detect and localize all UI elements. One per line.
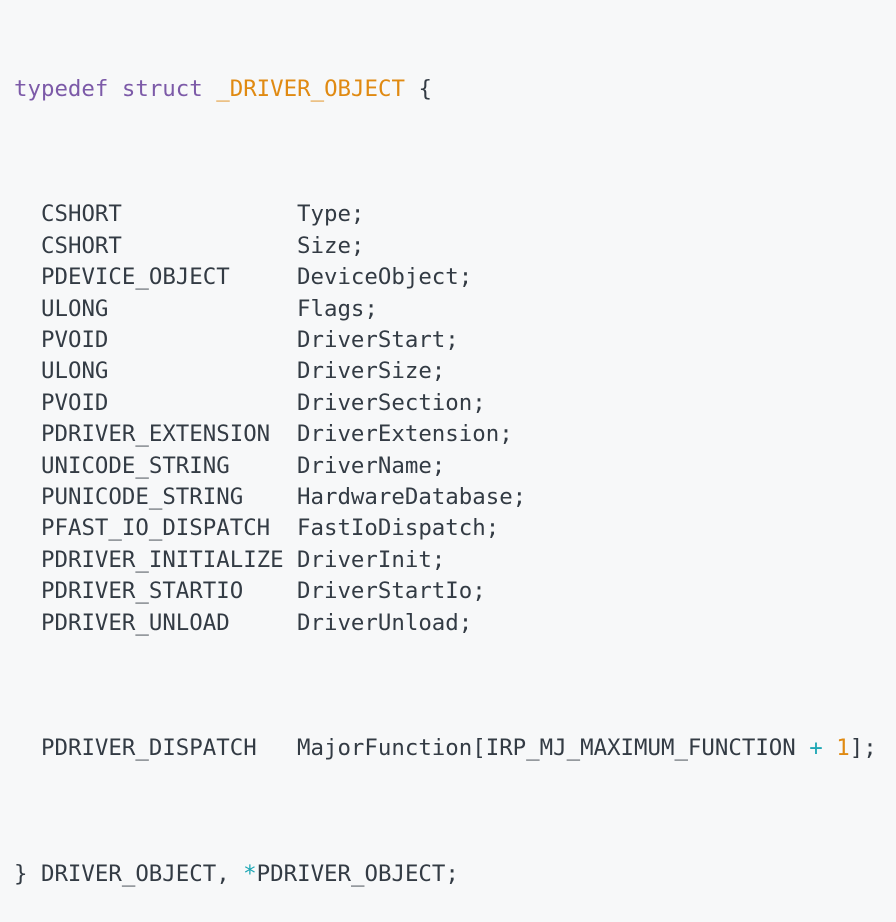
field-type: PDRIVER_STARTIO	[41, 578, 244, 605]
code-line-field: CSHORT Size;	[14, 231, 896, 262]
code-line-field: PDEVICE_OBJECT DeviceObject;	[14, 262, 896, 293]
code-block: typedef struct _DRIVER_OBJECT { CSHORT Ty…	[14, 74, 896, 887]
field-name: Type;	[297, 201, 365, 228]
code-line-field: CSHORT Type;	[14, 199, 896, 230]
code-line-field: PDRIVER_INITIALIZE DriverInit;	[14, 545, 896, 576]
field-name: DeviceObject;	[297, 264, 473, 291]
struct-fields: CSHORT Type; CSHORT Size; PDEVICE_OBJECT Devi…	[14, 199, 896, 638]
code-line-field: PDRIVER_EXTENSION DriverExtension;	[14, 419, 896, 450]
field-name: DriverStartIo;	[297, 578, 486, 605]
field-type: PVOID	[41, 326, 109, 353]
field-name: DriverSize;	[297, 358, 446, 385]
number-literal: 1	[836, 735, 850, 762]
field-type: CSHORT	[41, 201, 122, 228]
field-name: DriverStart;	[297, 326, 459, 353]
code-line-field: PFAST_IO_DISPATCH FastIoDispatch;	[14, 513, 896, 544]
field-name: Flags;	[297, 295, 378, 322]
close-brace-typedef-name: } DRIVER_OBJECT,	[14, 860, 244, 887]
field-name: FastIoDispatch;	[297, 515, 500, 542]
pointer-star: *	[243, 860, 257, 887]
field-name: DriverExtension;	[297, 421, 513, 448]
field-type: PVOID	[41, 389, 109, 416]
code-line-field: PUNICODE_STRING HardwareDatabase;	[14, 482, 896, 513]
code-line-field: ULONG Flags;	[14, 294, 896, 325]
keyword-struct: struct	[121, 75, 203, 102]
field-name: HardwareDatabase;	[297, 483, 527, 510]
code-line-field: PDRIVER_UNLOAD DriverUnload;	[14, 608, 896, 639]
field-type: PDRIVER_UNLOAD	[41, 609, 230, 636]
field-name: MajorFunction[IRP_MJ_MAXIMUM_FUNCTION + …	[297, 733, 877, 764]
field-name-prefix: MajorFunction[IRP_MJ_MAXIMUM_FUNCTION	[297, 735, 810, 762]
code-line-field: ULONG DriverSize;	[14, 356, 896, 387]
field-type: UNICODE_STRING	[41, 452, 230, 479]
code-line-field: UNICODE_STRING DriverName;	[14, 451, 896, 482]
field-type: PFAST_IO_DISPATCH	[41, 515, 271, 542]
field-type: PDRIVER_DISPATCH	[41, 735, 257, 762]
field-type: ULONG	[41, 358, 109, 385]
open-brace: {	[418, 75, 432, 102]
field-type: PDEVICE_OBJECT	[41, 264, 230, 291]
field-type: PDRIVER_INITIALIZE	[41, 546, 284, 573]
field-type: ULONG	[41, 295, 109, 322]
pointer-typedef-name: PDRIVER_OBJECT;	[256, 860, 459, 887]
field-name: DriverSection;	[297, 389, 486, 416]
code-line-last-field: PDRIVER_DISPATCH MajorFunction[IRP_MJ_MAX…	[14, 733, 896, 764]
code-line-field: PVOID DriverStart;	[14, 325, 896, 356]
field-name: DriverInit;	[297, 546, 446, 573]
field-type: PUNICODE_STRING	[41, 483, 244, 510]
field-type: CSHORT	[41, 232, 122, 259]
field-name: DriverName;	[297, 452, 446, 479]
code-line-field: PDRIVER_STARTIO DriverStartIo;	[14, 576, 896, 607]
keyword-typedef: typedef	[14, 75, 109, 102]
code-line-field: PVOID DriverSection;	[14, 388, 896, 419]
code-line-header: typedef struct _DRIVER_OBJECT {	[14, 74, 896, 105]
field-name: DriverUnload;	[297, 609, 473, 636]
struct-name: _DRIVER_OBJECT	[216, 75, 405, 102]
field-type: PDRIVER_EXTENSION	[41, 421, 271, 448]
plus-operator: +	[809, 735, 823, 762]
code-line-footer: } DRIVER_OBJECT, *PDRIVER_OBJECT;	[14, 859, 896, 890]
field-name-suffix: ];	[849, 735, 877, 762]
field-name: Size;	[297, 232, 365, 259]
